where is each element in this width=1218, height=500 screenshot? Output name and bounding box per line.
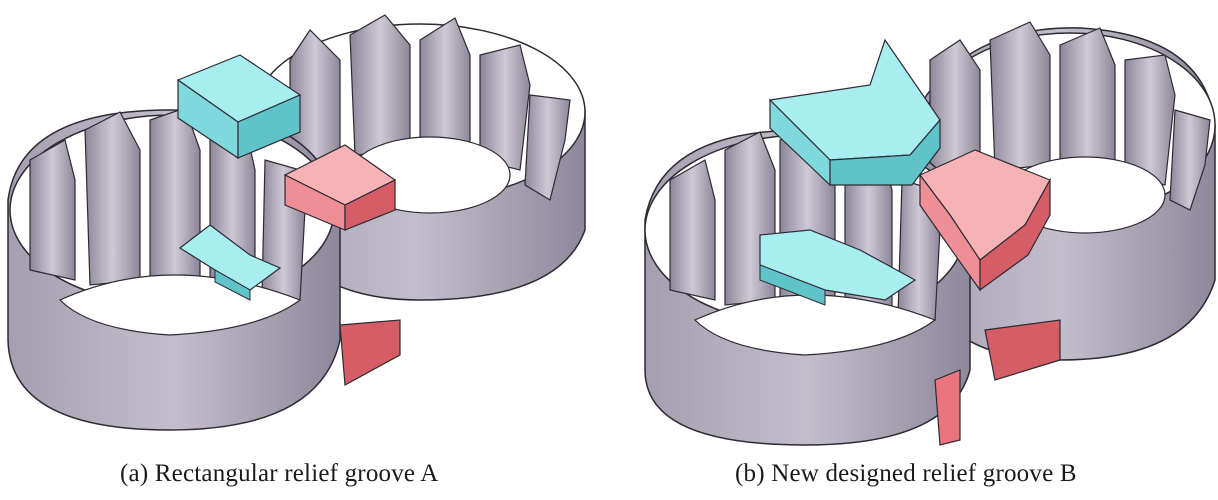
gear-pump-model-b <box>644 21 1216 446</box>
cyan-relief-groove-bottom <box>178 224 282 301</box>
red-relief-groove <box>283 144 401 386</box>
left-gear-housing <box>7 107 341 431</box>
gear-pump-model-a <box>7 14 586 431</box>
cyan-relief-groove-bottom <box>759 229 917 306</box>
cyan-relief-groove-top <box>176 54 302 160</box>
cyan-relief-groove-top <box>768 38 941 187</box>
caption-b: (b) New designed relief groove B <box>735 460 1077 487</box>
red-relief-groove <box>919 149 1061 446</box>
caption-a: (a) Rectangular relief groove A <box>120 460 439 487</box>
panel-new-designed-groove: (b) New designed relief groove B <box>630 0 1218 500</box>
panel-rectangular-groove: (a) Rectangular relief groove A <box>0 0 600 500</box>
